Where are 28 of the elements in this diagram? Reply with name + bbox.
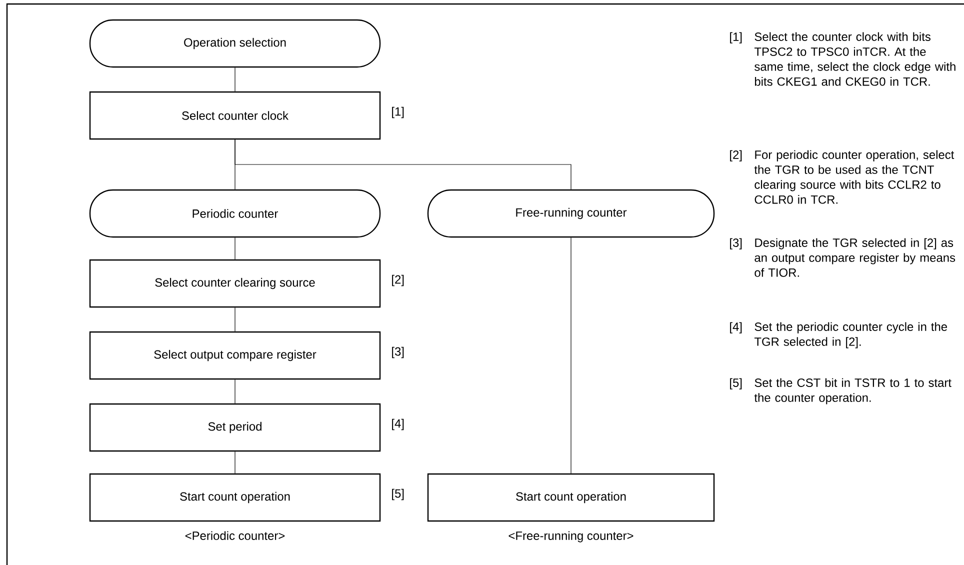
note-text: Designate the TGR selected in [2] as an output compare register by means of TIOR. xyxy=(754,238,956,277)
connector-line xyxy=(234,451,236,474)
step-number: [5] xyxy=(392,488,404,500)
process-box: Select counter clearing source xyxy=(89,259,381,308)
connector-line xyxy=(234,67,236,92)
connector-line xyxy=(234,237,236,260)
note-text: For periodic counter operation, select the TGR to be used as the TCNT clearing source with bits CCLR2 to CCLR0 in TCR. xyxy=(754,150,954,204)
process-box: Select output compare register xyxy=(89,331,381,380)
step-number: [3] xyxy=(392,346,404,358)
note-text: Set the periodic counter cycle in the TGR selected in [2]. xyxy=(754,322,947,348)
step-number: [2] xyxy=(392,274,404,286)
process-box: Start count operation xyxy=(427,473,715,522)
note-text: Set the CST bit in TSTR to 1 to start the counter operation. xyxy=(754,378,952,404)
connector-line xyxy=(234,139,572,190)
step-number: [4] xyxy=(392,418,404,430)
note-text: Select the counter clock with bits TPSC2 to TPSC0 inTCR. At the same time, select the clock edge with bits CKEG1 and CKEG0 in TCR. xyxy=(754,32,956,86)
process-box: Set period xyxy=(89,403,381,452)
note-number: [4] xyxy=(730,322,742,334)
note-number: [2] xyxy=(730,150,742,162)
connector-line xyxy=(234,379,236,404)
connector-line xyxy=(570,237,572,474)
step-number: [1] xyxy=(392,106,404,118)
note-number: [5] xyxy=(730,378,742,390)
connector-line xyxy=(234,307,236,332)
process-box: Select counter clock xyxy=(89,91,381,140)
note-number: [1] xyxy=(730,32,742,44)
process-box: Start count operation xyxy=(89,473,381,522)
note-number: [3] xyxy=(730,238,742,250)
